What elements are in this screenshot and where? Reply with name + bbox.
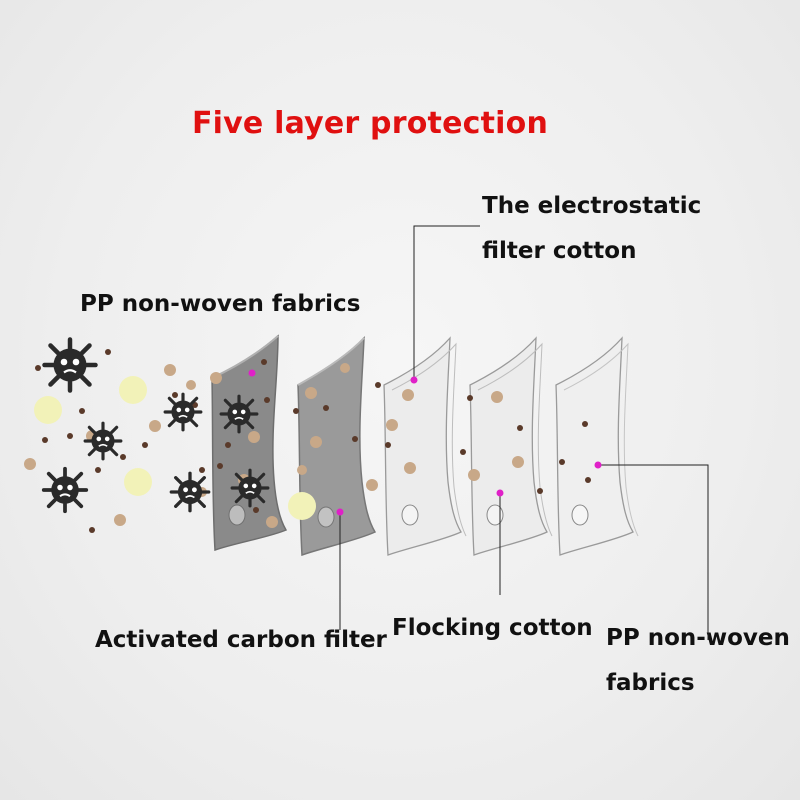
leader-lines (339, 225, 709, 640)
pollen-particle-icon (34, 396, 62, 424)
layer-activated-carbon (297, 336, 377, 557)
label-pp-inner-line2: fabrics (606, 670, 695, 696)
label-activated-carbon: Activated carbon filter (95, 627, 387, 653)
leader-electrostatic (413, 225, 480, 380)
dust-particles-tan (24, 363, 524, 528)
label-pp-outer: PP non-woven fabrics (80, 291, 361, 317)
label-electrostatic-line1: The electrostatic (482, 193, 702, 219)
valve-icon (401, 504, 419, 526)
valve-icon (228, 504, 246, 526)
germ-icon (83, 421, 123, 461)
valve-icon (317, 506, 335, 528)
valve-icon (571, 504, 589, 526)
pollen-particle-icon (124, 468, 152, 496)
marker-dot-pp-inner (594, 461, 602, 469)
layer-pp-inner (555, 336, 639, 556)
germ-icon (230, 468, 270, 508)
marker-dot-pp-outer (248, 369, 256, 377)
layer-electrostatic (383, 336, 467, 556)
leader-pp-inner (598, 464, 709, 640)
marker-dots (248, 369, 602, 516)
marker-dot-carbon (336, 508, 344, 516)
label-pp-inner: PP non-woven fabrics (606, 616, 790, 706)
marker-dot-flocking (496, 489, 504, 497)
label-flocking-cotton: Flocking cotton (392, 615, 593, 641)
label-electrostatic-filter: The electrostatic filter cotton (482, 184, 701, 274)
germ-icon (45, 340, 96, 391)
germ-icon (41, 466, 89, 514)
pollen-particle-icon (288, 492, 316, 520)
germ-icon (169, 471, 211, 513)
marker-dot-electrostatic (410, 376, 418, 384)
pollen-particle-icon (119, 376, 147, 404)
label-electrostatic-line2: filter cotton (482, 238, 637, 264)
dust-particles-brown (35, 349, 591, 533)
pollen-particles (34, 376, 316, 520)
layer-flocking (469, 336, 553, 556)
germ-icon (163, 392, 203, 432)
germ-icon (219, 394, 259, 434)
label-pp-inner-line1: PP non-woven (606, 625, 790, 651)
valve-icon (486, 504, 504, 526)
diagram-title: Five layer protection (191, 106, 548, 141)
